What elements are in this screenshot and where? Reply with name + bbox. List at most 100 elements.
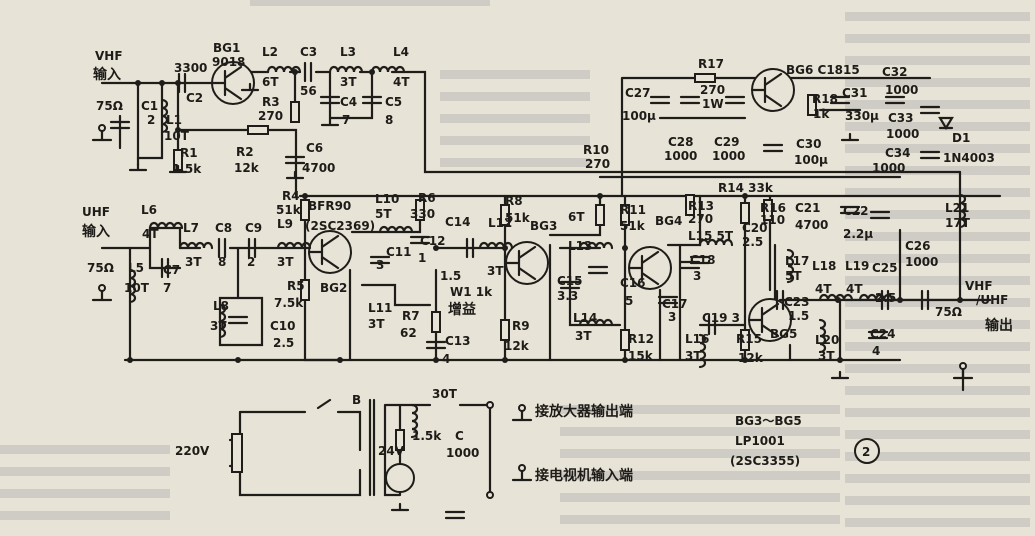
label-w1: W1 1k: [450, 285, 493, 299]
ground-icon: [390, 502, 410, 512]
label-note2: LP1001: [735, 434, 785, 448]
label-r17-w: 1W: [702, 97, 724, 111]
capacitor: [839, 205, 861, 215]
junction-dot: [742, 357, 748, 363]
resistor: [415, 199, 425, 221]
capacitor: [920, 289, 930, 311]
label-c9-v: 2: [247, 255, 255, 269]
faded-text-line: [440, 158, 590, 167]
label-c15: C15: [557, 274, 583, 288]
label-w1-cn: 增益: [448, 301, 476, 318]
label-r13-v: 270: [688, 212, 713, 226]
resistor: [807, 94, 817, 116]
label-c3-v: 56: [300, 84, 317, 98]
capacitor: [409, 235, 431, 245]
junction-dot: [837, 357, 843, 363]
label-l4-v: 4T: [393, 75, 410, 89]
label-bg3: BG3: [530, 219, 557, 233]
label-c29: C29: [714, 135, 740, 149]
faded-text-line: [0, 467, 170, 476]
resistor: [431, 311, 441, 333]
label-c12: C12: [420, 234, 446, 248]
capacitor: [919, 150, 941, 160]
label-l9: L9: [277, 217, 293, 231]
label-c28: C28: [668, 135, 694, 149]
label-transformer: B: [352, 393, 361, 407]
label-l10: L10: [375, 192, 399, 206]
label-c14-v: 1.5: [440, 269, 461, 283]
label-r13: R13: [688, 199, 714, 213]
capacitor: [247, 237, 257, 259]
faded-text-line: [560, 449, 840, 458]
faded-text-line: [845, 386, 1030, 395]
capacitor: [425, 340, 447, 350]
label-c7-v: 7: [163, 281, 171, 295]
label-vhf-in-cn: 输入: [93, 66, 121, 83]
ground-icon: [285, 170, 305, 180]
ground-icon: [168, 164, 188, 174]
label-fig-no: 2: [862, 445, 870, 459]
label-c8-v: 8: [218, 255, 226, 269]
capacitor: [707, 314, 717, 336]
label-c26: C26: [905, 239, 931, 253]
ground-icon: [240, 82, 260, 92]
label-r11-v: 51k: [620, 219, 646, 233]
label-r10: R10: [583, 143, 609, 157]
label-c21: C21: [795, 201, 821, 215]
label-uhf-in-ohm: 75Ω: [87, 261, 114, 275]
mains-plug-icon: [231, 433, 243, 473]
label-c28-v: 1000: [664, 149, 697, 163]
faded-text-line: [845, 210, 1030, 219]
resistor: [247, 125, 269, 135]
label-c1-v: 2: [147, 113, 155, 127]
label-r17-v: 270: [700, 83, 725, 97]
faded-text-line: [845, 56, 1030, 65]
label-r9: R9: [512, 319, 530, 333]
label-r7-v: 62: [400, 326, 417, 340]
label-l5: L5: [128, 261, 144, 275]
wires: [100, 69, 1002, 392]
faded-text-line: [560, 515, 840, 524]
label-c8: C8: [215, 221, 232, 235]
label-l12: L12: [488, 216, 512, 230]
faded-text-line: [440, 136, 590, 145]
label-c29-v: 1000: [712, 149, 745, 163]
label-c30-v: 100μ: [794, 153, 828, 167]
label-c33-v: 1000: [886, 127, 919, 141]
junction-dot: [175, 127, 181, 133]
label-l15: L15 5T: [688, 229, 734, 243]
label-l17: L17: [785, 254, 809, 268]
faded-text-line: [845, 254, 1030, 263]
label-l3: L3: [340, 45, 356, 59]
capacitor: [829, 95, 851, 105]
faded-text-line: [845, 12, 1030, 21]
faded-text-line: [845, 496, 1030, 505]
label-c25: C25: [872, 261, 898, 275]
inductor: [410, 403, 419, 439]
label-l7: L7: [183, 221, 199, 235]
inductor: [328, 65, 364, 74]
label-c14: C14: [445, 215, 471, 229]
label-l5-v: 10T: [124, 281, 150, 295]
ground-icon: [128, 162, 148, 172]
junction-dot: [597, 193, 603, 199]
transistor-bg4-symbol: [628, 250, 660, 286]
terminal: [486, 491, 494, 499]
label-r6: R6: [418, 191, 436, 205]
capacitor: [689, 255, 711, 265]
faded-text-line: [845, 276, 1030, 285]
label-r4: R4: [282, 189, 300, 203]
label-c18: C18: [690, 253, 716, 267]
capacitor: [919, 105, 941, 115]
faded-text-line: [440, 114, 590, 123]
faded-text-line: [845, 364, 1030, 373]
label-c13-v: 4: [442, 352, 450, 366]
label-l1: L1: [166, 113, 182, 127]
label-l10-v: 5T: [375, 207, 392, 221]
resistor: [500, 319, 510, 341]
inductor: [578, 318, 614, 327]
capacitor: [177, 72, 187, 94]
label-c25-v: 2.5: [875, 291, 896, 305]
label-r5: R5: [287, 279, 305, 293]
